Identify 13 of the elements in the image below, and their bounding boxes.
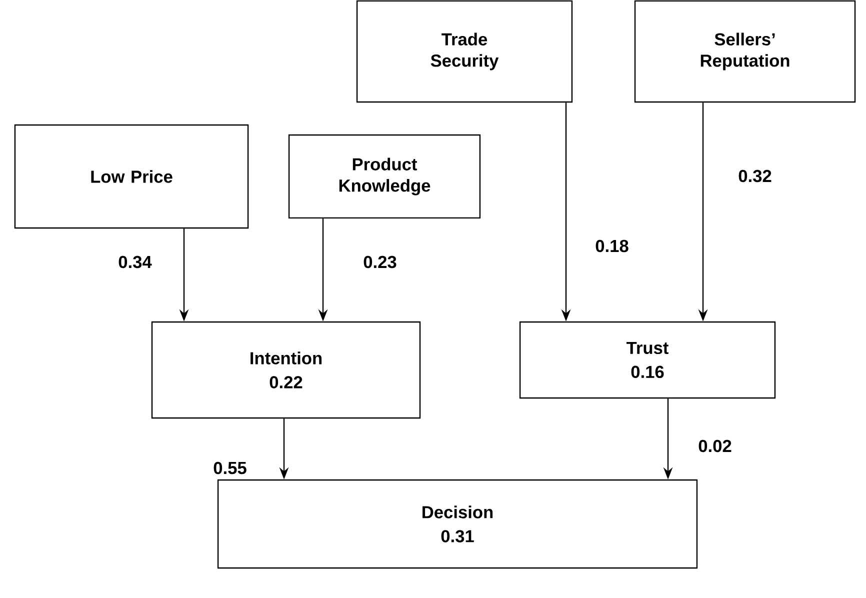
box: Decision 0.31 [217, 479, 698, 569]
edge-label: 0.34 [116, 254, 154, 270]
edge-label: 0.18 [594, 238, 630, 254]
box: Trade Security [356, 0, 573, 103]
edge-label: 0.23 [362, 254, 398, 270]
box: Product Knowledge [288, 134, 481, 219]
box: Sellers’ Reputation [634, 0, 856, 103]
edge-label: 0.32 [736, 168, 774, 184]
edge-label: 0.02 [696, 438, 734, 454]
box: Intention 0.22 [151, 321, 421, 419]
edge-label: 0.55 [212, 460, 248, 476]
box: Trust 0.16 [519, 321, 776, 399]
box: Low Price [14, 124, 249, 229]
